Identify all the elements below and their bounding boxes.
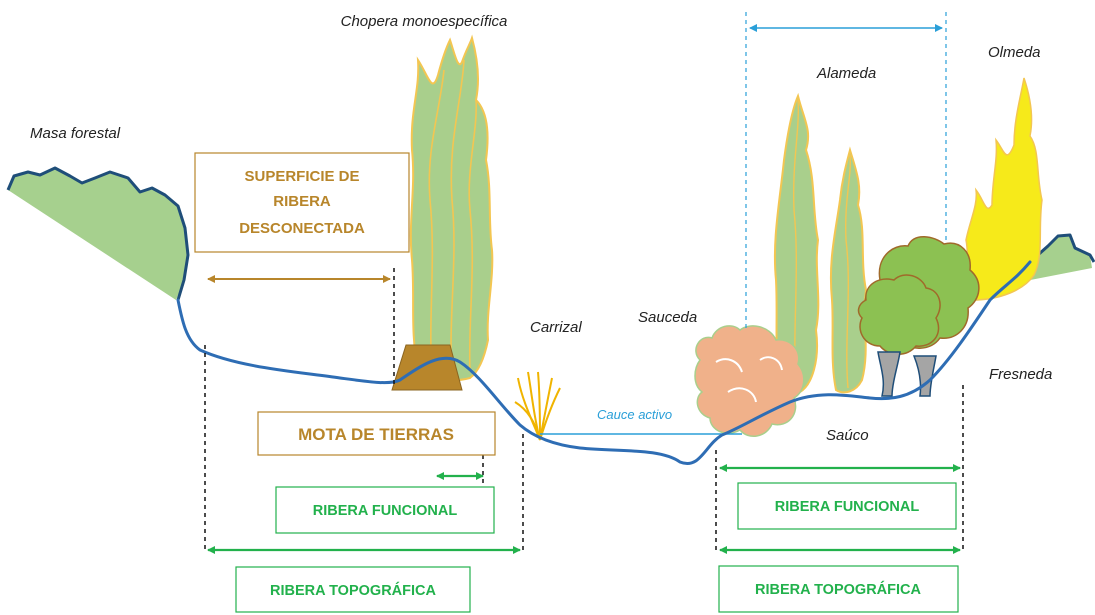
topographic-right-box xyxy=(718,565,959,613)
label-carrizal: Carrizal xyxy=(530,319,582,336)
earth-mound-box xyxy=(257,411,496,456)
forest-mass-right xyxy=(1020,233,1095,282)
superficie-line-1: SUPERFICIE DE xyxy=(244,168,359,185)
earth-mound xyxy=(391,344,463,391)
ribera-topografica-right-label: RIBERA TOPOGRÁFICA xyxy=(755,581,921,598)
poplar-grove xyxy=(773,92,868,394)
topographic-left-box xyxy=(235,566,471,613)
poplar-plantation xyxy=(409,34,494,382)
disconnected-surface-box xyxy=(194,152,410,253)
forest-mass-left xyxy=(6,166,190,301)
ground-profile-line xyxy=(176,260,1032,466)
label-chopera: Chopera monoespecífica xyxy=(341,13,508,30)
ash-grove xyxy=(857,236,980,397)
superficie-line-3: DESCONECTADA xyxy=(239,220,365,237)
willow-grove xyxy=(694,325,805,437)
mota-label: MOTA DE TIERRAS xyxy=(298,425,454,444)
label-olmeda: Olmeda xyxy=(988,44,1041,61)
functional-right-box xyxy=(737,482,957,530)
label-sauceda: Sauceda xyxy=(638,309,697,326)
label-sauco: Saúco xyxy=(826,427,869,444)
reeds-icon xyxy=(514,371,561,441)
functional-left-box xyxy=(275,486,495,534)
blue-dashed-guides xyxy=(745,12,947,330)
label-alameda: Alameda xyxy=(816,65,876,82)
ribera-funcional-right-label: RIBERA FUNCIONAL xyxy=(775,499,920,515)
ribera-topografica-left-label: RIBERA TOPOGRÁFICA xyxy=(270,582,436,599)
label-fresneda: Fresneda xyxy=(989,366,1052,383)
ribera-funcional-left-label: RIBERA FUNCIONAL xyxy=(313,503,458,519)
superficie-line-2: RIBERA xyxy=(273,193,331,210)
dashed-guides xyxy=(204,268,964,553)
label-cauce-activo: Cauce activo xyxy=(597,407,672,422)
elm-grove xyxy=(965,77,1043,301)
label-masa-forestal: Masa forestal xyxy=(30,125,121,142)
